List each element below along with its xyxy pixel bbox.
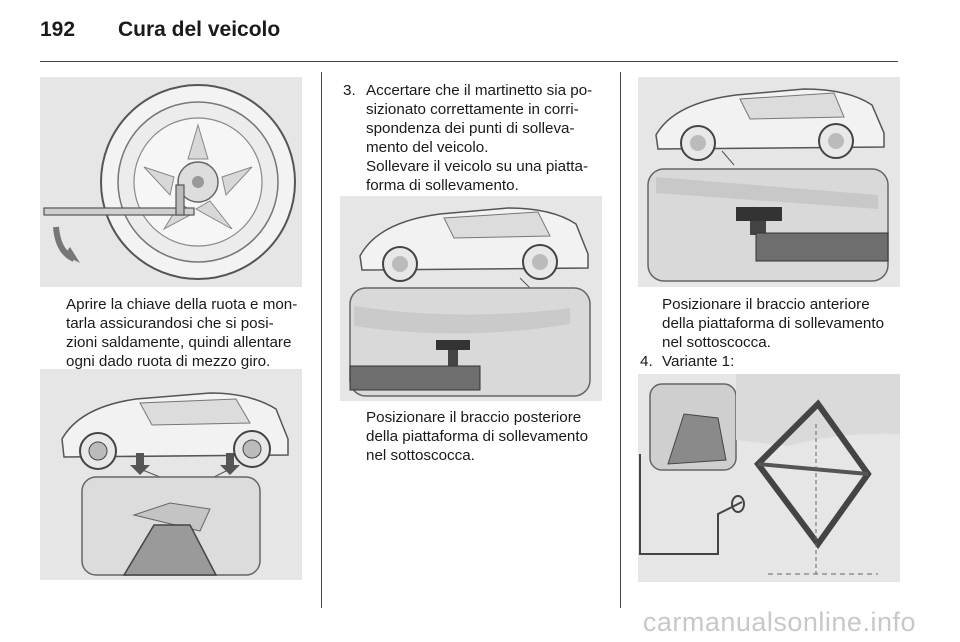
caption-rear-lift-arm: Posizionare il braccio posteriore della … <box>366 409 589 464</box>
wheel-wrench-illustration <box>40 77 302 287</box>
caption-loosen-wheel-nuts: Aprire la chiave della ruota e mon- tarl… <box>66 296 298 370</box>
page-title: Cura del veicolo <box>118 18 281 41</box>
car-jack-points-illustration <box>40 369 302 580</box>
front-lift-arm-illustration <box>638 77 900 287</box>
column-divider <box>321 72 322 608</box>
step-number-3: 3. <box>343 82 356 99</box>
column-divider <box>620 72 621 608</box>
step-3-subtext: Sollevare il veicolo su una piatta- form… <box>366 158 589 194</box>
page-number: 192 <box>40 18 76 41</box>
step-4-text: Variante 1: <box>662 353 735 370</box>
watermark: carmanualsonline.info <box>642 607 916 637</box>
rear-lift-arm-illustration <box>340 196 602 401</box>
scissor-jack-variant-illustration <box>638 374 900 582</box>
caption-front-lift-arm: Posizionare il braccio anteriore della p… <box>662 296 885 351</box>
header-divider <box>40 61 898 62</box>
step-number-4: 4. <box>640 353 653 370</box>
step-3-text: Accertare che il martinetto sia po- sizi… <box>366 82 593 156</box>
